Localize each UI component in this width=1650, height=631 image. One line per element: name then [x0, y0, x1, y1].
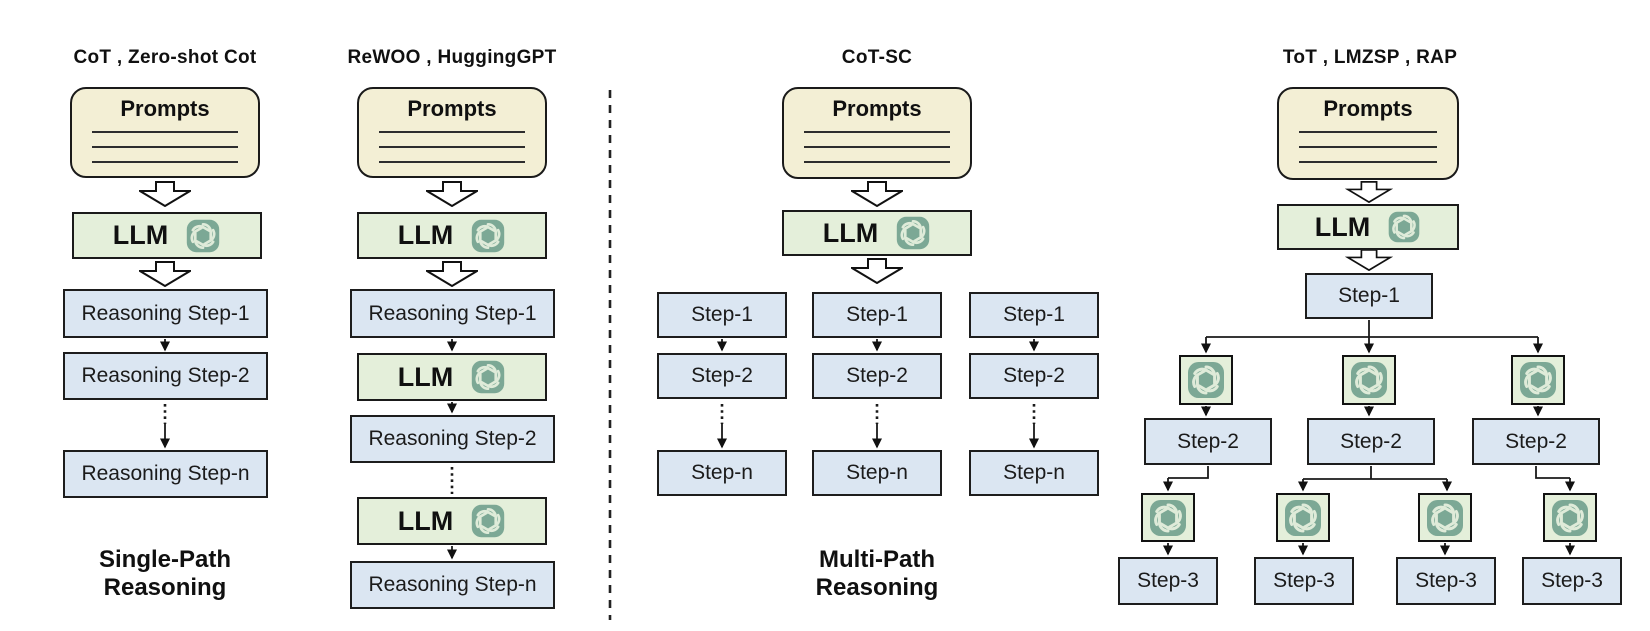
- prompts-box: Prompts: [357, 87, 547, 178]
- prompt-line: [1298, 131, 1438, 133]
- reasoning-step-box: Reasoning Step-n: [63, 450, 268, 498]
- llm-node-box: [1179, 355, 1233, 405]
- openai-knot-icon: [1550, 498, 1590, 538]
- openai-knot-icon: [470, 359, 506, 395]
- openai-knot-icon: [1518, 360, 1558, 400]
- llm-box: LLM: [72, 212, 262, 259]
- reasoning-step-box: Reasoning Step-1: [63, 289, 268, 338]
- llm-label: LLM: [397, 220, 454, 250]
- step-box: Step-3: [1522, 557, 1622, 605]
- prompts-box: Prompts: [70, 87, 260, 178]
- step-box: Step-2: [812, 353, 942, 399]
- reasoning-step-box: Reasoning Step-n: [350, 561, 555, 609]
- openai-knot-icon: [895, 215, 931, 251]
- down-block-arrow-icon: [426, 261, 478, 287]
- prompts-label: Prompts: [832, 96, 922, 121]
- prompt-line: [804, 146, 950, 148]
- prompt-line: [92, 131, 238, 133]
- openai-knot-icon: [470, 218, 506, 254]
- llm-node-box: [1543, 493, 1597, 542]
- step-box: Step-3: [1254, 557, 1354, 605]
- llm-node-box: [1276, 493, 1330, 542]
- prompts-label: Prompts: [1323, 96, 1413, 121]
- reasoning-step-box: Reasoning Step-2: [350, 415, 555, 463]
- llm-node-box: [1511, 355, 1565, 405]
- llm-box: LLM: [782, 210, 972, 256]
- llm-label: LLM: [397, 361, 454, 392]
- down-block-arrow-icon: [1345, 181, 1393, 203]
- prompt-line: [804, 161, 950, 163]
- llm-label: LLM: [397, 505, 454, 536]
- section-header-cot: CoT , Zero-shot Cot: [73, 47, 257, 68]
- openai-knot-icon: [1148, 498, 1188, 538]
- prompt-line: [379, 161, 525, 163]
- step-box: Step-2: [657, 353, 787, 399]
- openai-knot-icon: [1283, 498, 1323, 538]
- prompt-line: [92, 146, 238, 148]
- single-path-caption: Single-Path Reasoning: [98, 546, 231, 601]
- openai-knot-icon: [470, 503, 506, 539]
- step-box: Step-n: [812, 450, 942, 496]
- step-box: Step-n: [969, 450, 1099, 496]
- down-block-arrow-icon: [139, 181, 191, 207]
- llm-box: LLM: [357, 353, 547, 401]
- prompt-line: [1298, 161, 1438, 163]
- step-box: Step-1: [1305, 273, 1433, 319]
- openai-knot-icon: [185, 218, 221, 254]
- down-block-arrow-icon: [1345, 249, 1393, 271]
- prompts-box: Prompts: [1277, 87, 1459, 180]
- prompt-line: [379, 146, 525, 148]
- down-block-arrow-icon: [851, 258, 903, 284]
- llm-box: LLM: [357, 497, 547, 545]
- step-box: Step-n: [657, 450, 787, 496]
- step-box: Step-1: [969, 292, 1099, 338]
- step-box: Step-3: [1396, 557, 1496, 605]
- llm-node-box: [1342, 355, 1396, 405]
- step-box: Step-2: [1307, 418, 1435, 465]
- openai-knot-icon: [1349, 360, 1389, 400]
- step-box: Step-2: [1472, 418, 1600, 465]
- llm-label: LLM: [822, 217, 879, 248]
- section-header-tot: ToT , LMZSP , RAP: [1282, 47, 1458, 68]
- down-block-arrow-icon: [426, 181, 478, 207]
- llm-node-box: [1141, 493, 1195, 542]
- down-block-arrow-icon: [139, 261, 191, 287]
- openai-knot-icon: [1186, 360, 1226, 400]
- prompts-label: Prompts: [407, 96, 497, 121]
- prompts-label: Prompts: [120, 96, 210, 121]
- section-header-cotsc: CoT-SC: [841, 47, 913, 68]
- step-box: Step-1: [657, 292, 787, 338]
- multi-path-caption: Multi-Path Reasoning: [815, 546, 939, 601]
- step-box: Step-2: [1144, 418, 1272, 465]
- llm-box: LLM: [357, 212, 547, 259]
- prompts-box: Prompts: [782, 87, 972, 179]
- llm-box: LLM: [1277, 204, 1459, 250]
- llm-label: LLM: [112, 220, 169, 250]
- step-box: Step-1: [812, 292, 942, 338]
- openai-knot-icon: [1387, 210, 1421, 244]
- step-box: Step-2: [969, 353, 1099, 399]
- section-header-rewoo: ReWOO , HuggingGPT: [347, 47, 557, 68]
- step-box: Step-3: [1118, 557, 1218, 605]
- llm-label: LLM: [1314, 211, 1371, 242]
- down-block-arrow-icon: [851, 181, 903, 207]
- reasoning-step-box: Reasoning Step-2: [63, 352, 268, 400]
- prompt-line: [804, 131, 950, 133]
- reasoning-step-box: Reasoning Step-1: [350, 289, 555, 338]
- prompt-line: [92, 161, 238, 163]
- prompt-line: [1298, 146, 1438, 148]
- prompt-line: [379, 131, 525, 133]
- llm-node-box: [1418, 493, 1472, 542]
- openai-knot-icon: [1425, 498, 1465, 538]
